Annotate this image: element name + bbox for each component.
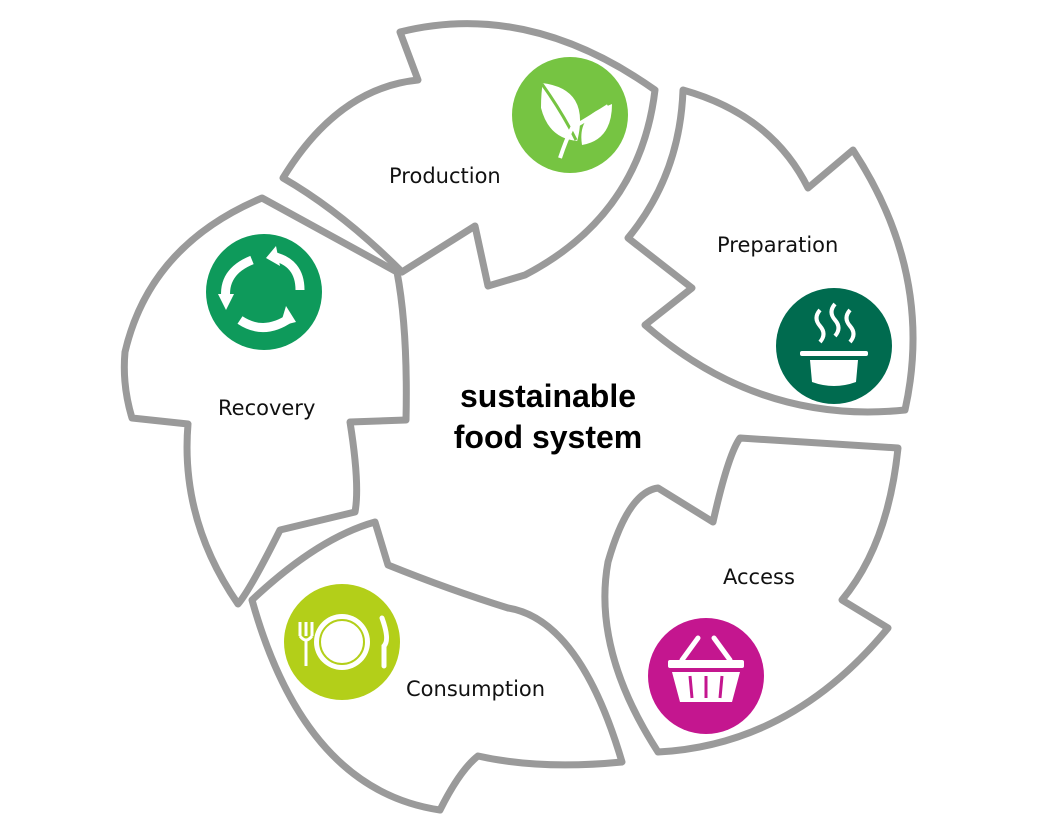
segment-label-preparation: Preparation [717,233,839,257]
center-title: sustainable food system [418,376,678,458]
segment-label-production: Production [389,164,501,188]
segment-recovery [120,194,410,608]
plate-cutlery-icon [284,584,400,700]
basket-icon [648,618,764,734]
cooking-pot-icon [776,288,892,404]
recycle-icon [206,234,322,350]
center-title-line-1: sustainable [459,378,637,414]
segment-label-access: Access [723,565,795,589]
leaf-icon [512,57,628,173]
segment-label-recovery: Recovery [218,396,316,420]
center-title-line-2: food system [453,419,643,455]
segment-label-consumption: Consumption [406,677,546,701]
